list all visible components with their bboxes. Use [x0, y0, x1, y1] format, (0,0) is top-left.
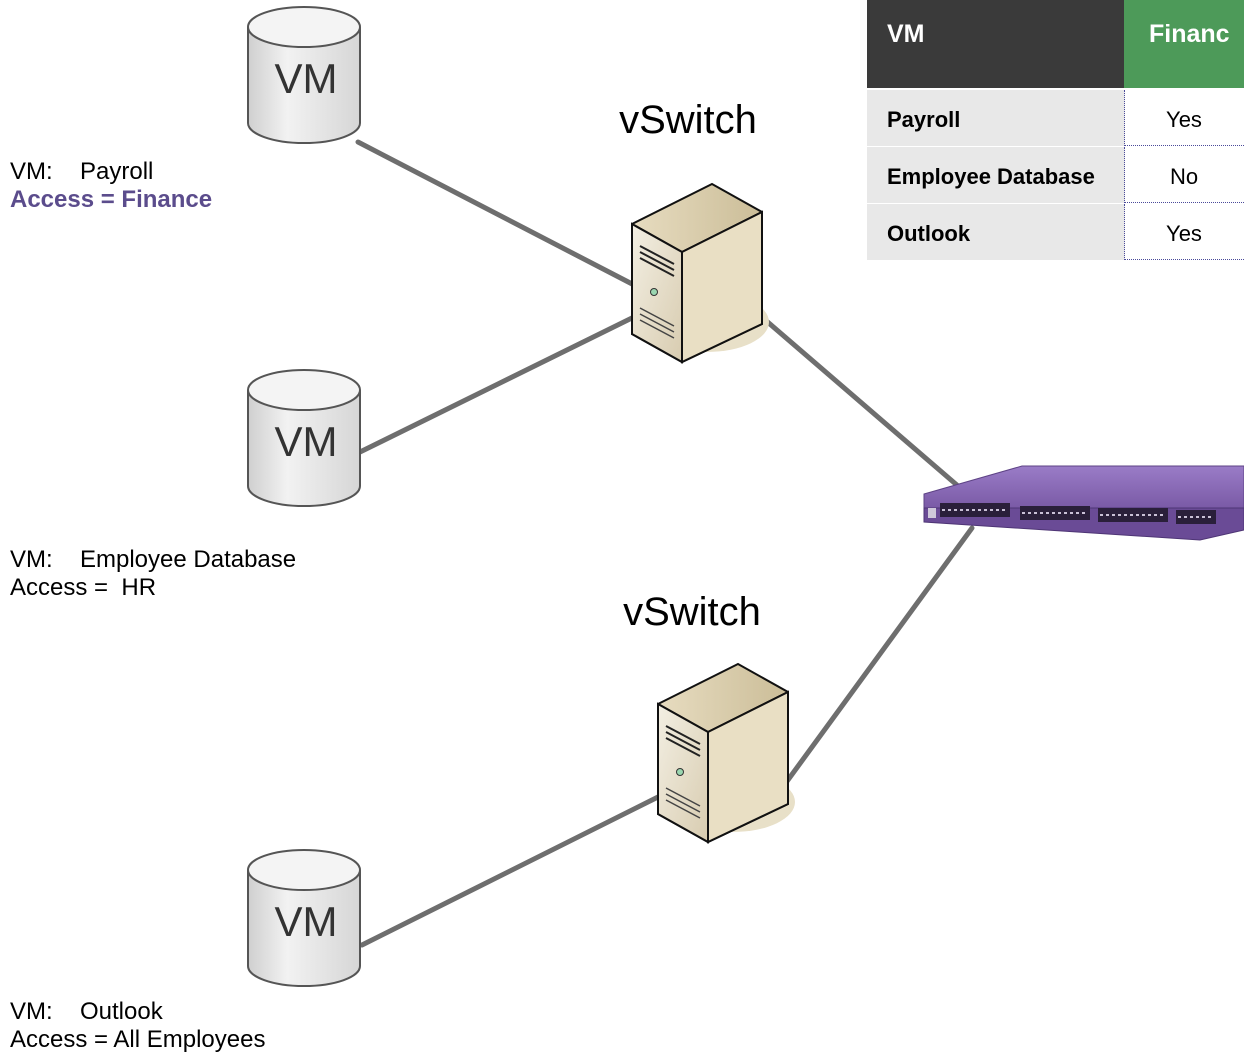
- vm-key-label: VM:: [10, 546, 53, 573]
- server-tower-icon: [631, 183, 770, 363]
- database-cylinder-icon: VM: [247, 849, 361, 987]
- vm-icon-label: VM: [275, 898, 338, 945]
- table-cell-finance: Yes: [1166, 107, 1202, 132]
- vm-info-employee-database: VM: Employee Database Access = HR: [10, 546, 296, 602]
- vm-name: Outlook: [80, 998, 163, 1025]
- table-row: Outlook Yes: [867, 204, 1244, 260]
- table-cell-vm: Outlook: [887, 221, 971, 246]
- database-cylinder-icon: VM: [247, 6, 361, 144]
- link-outlook-vswitch2: [359, 793, 663, 948]
- network-switch-icon: [923, 465, 1244, 541]
- vm-access: Access = All Employees: [10, 1026, 266, 1053]
- table-row: Payroll Yes: [867, 90, 1244, 146]
- table-header-label: VM: [887, 20, 925, 48]
- vswitch-label: vSwitch: [619, 98, 757, 142]
- link-vswitch1-switch: [760, 315, 961, 489]
- vm-icon-label: VM: [275, 418, 338, 465]
- table-header-label: Financ: [1149, 20, 1230, 48]
- access-table: VM Financ Payroll Yes Employee Database …: [867, 0, 1244, 260]
- table-cell-vm: Employee Database: [887, 164, 1095, 189]
- vm-key-label: VM:: [10, 158, 53, 185]
- link-vswitch2-switch: [782, 525, 975, 787]
- link-hr-vswitch1: [357, 313, 639, 455]
- table-cell-finance: Yes: [1166, 221, 1202, 246]
- table-cell-finance: No: [1169, 164, 1199, 189]
- link-payroll-vswitch1: [355, 139, 639, 289]
- table-cell-vm: Payroll: [887, 107, 961, 132]
- server-tower-icon: [657, 663, 796, 843]
- database-cylinder-icon: VM: [247, 369, 361, 507]
- vm-icon-label: VM: [275, 55, 338, 102]
- table-row: Employee Database No: [867, 147, 1244, 203]
- vm-name: Employee Database: [80, 546, 297, 573]
- table-header-finance: Financ: [1124, 0, 1244, 88]
- table-header-vm: VM: [867, 0, 1124, 88]
- vm-access: Access = Finance: [10, 186, 213, 213]
- vm-info-outlook: VM: Outlook Access = All Employees: [10, 998, 265, 1054]
- vswitch-label: vSwitch: [623, 590, 761, 634]
- vm-info-payroll: VM: Payroll Access = Finance: [10, 158, 212, 214]
- connection-lines: [355, 139, 975, 948]
- vm-key-label: VM:: [10, 998, 53, 1025]
- vm-name: Payroll: [80, 158, 154, 185]
- vm-access: Access = HR: [10, 574, 157, 601]
